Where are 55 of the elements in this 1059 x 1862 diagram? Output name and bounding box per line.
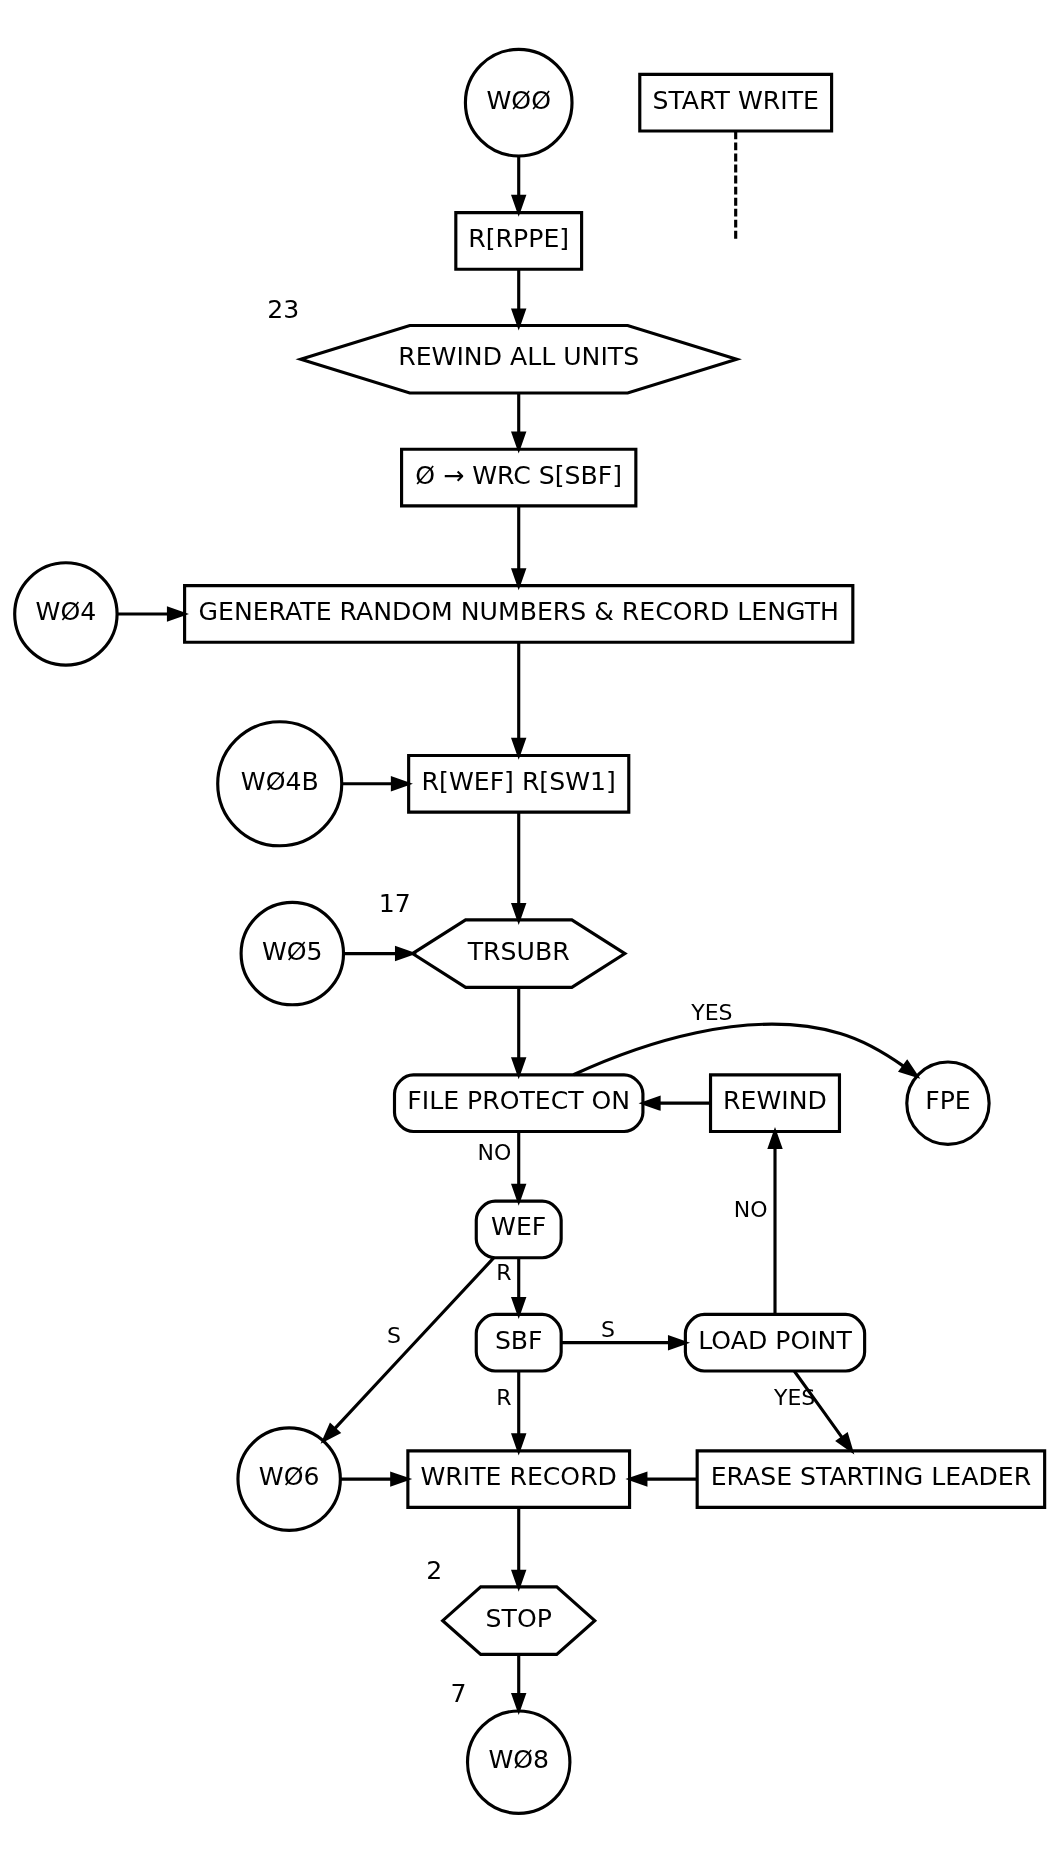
arrow [638, 1094, 711, 1111]
arrow [511, 641, 527, 760]
arrow [793, 1369, 855, 1454]
node-box: REWIND [708, 1072, 842, 1133]
node-box: WEF [474, 1199, 563, 1259]
arrow [511, 505, 527, 590]
node-box: GENERATE RANDOM NUMBERS & RECORD LENGTH [183, 583, 855, 644]
connector [734, 131, 738, 239]
arrow [561, 1334, 690, 1350]
arrow [511, 392, 527, 453]
arrow [511, 1131, 527, 1206]
arrow [320, 1256, 495, 1444]
node-box: WRITE RECORD [406, 1448, 632, 1509]
arrow [511, 811, 527, 925]
arrow [511, 1370, 527, 1455]
node-box: FILE PROTECT ON [392, 1072, 645, 1133]
node-label: 2 [426, 1555, 443, 1585]
node-circle: WØ4 [13, 560, 119, 667]
node-box: R[WEF] R[SW1] [407, 753, 631, 814]
edge-label: YES [774, 1384, 816, 1410]
arrow [625, 1470, 697, 1487]
arrow [344, 945, 418, 961]
node-box: LOAD POINT [683, 1312, 867, 1373]
edge-label: R [496, 1259, 512, 1285]
edge-label: R [496, 1384, 512, 1410]
node-circle: WØ8 [465, 1708, 572, 1815]
node-label: 17 [378, 888, 411, 918]
node-circle: WØ6 [236, 1425, 342, 1532]
node-box: R[RPPE] [454, 210, 584, 271]
node-circle: WØ5 [239, 900, 346, 1006]
arrow [511, 269, 527, 330]
node-box: Ø → WRC S[SBF] [400, 447, 638, 507]
edge-label: NO [733, 1196, 768, 1222]
node-box: START WRITE [638, 72, 834, 133]
node-box: SBF [474, 1312, 563, 1373]
edge-label: YES [691, 999, 733, 1025]
node-box: ERASE STARTING LEADER [695, 1448, 1047, 1509]
arrow [572, 1022, 921, 1079]
node-label: 23 [267, 294, 300, 324]
edge-label: NO [477, 1139, 512, 1165]
node-circle: WØØ [463, 47, 574, 158]
arrow [511, 1653, 527, 1715]
node-circle: WØ4B [216, 719, 344, 847]
arrow [511, 1507, 527, 1592]
edge-label: S [387, 1322, 402, 1348]
arrow [767, 1126, 783, 1314]
arrow [341, 775, 413, 791]
edge-label: S [600, 1316, 615, 1342]
arrow [511, 155, 527, 217]
arrow [511, 1257, 527, 1319]
node-circle: FPE [905, 1059, 991, 1146]
arrow [511, 987, 527, 1079]
arrow [117, 605, 189, 622]
arrow [340, 1470, 413, 1487]
node-label: 7 [450, 1678, 467, 1708]
